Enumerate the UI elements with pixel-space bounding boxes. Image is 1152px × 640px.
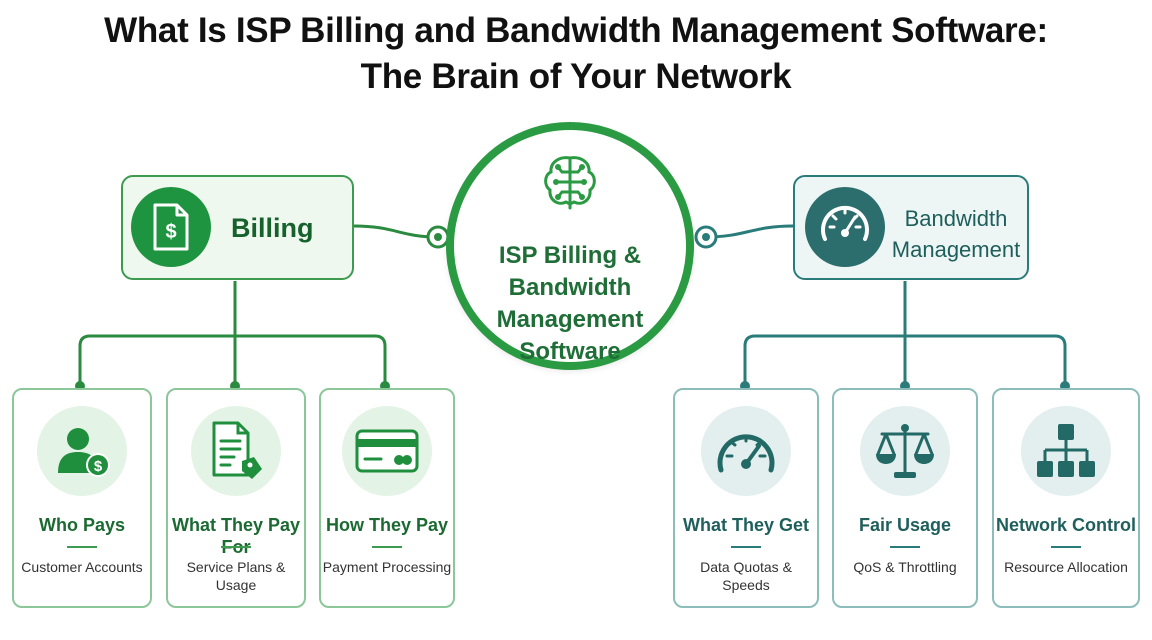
card-fair-usage: Fair Usage QoS & Throttling <box>832 388 978 608</box>
card-title: Network Control <box>995 515 1136 535</box>
page-title: What Is ISP Billing and Bandwidth Manage… <box>0 8 1152 100</box>
brain-circuit-icon <box>544 156 596 210</box>
network-hierarchy-icon <box>1021 406 1111 496</box>
card-what-they-pay-for: What They Pay For Service Plans & Usage <box>166 388 306 608</box>
document-tag-icon <box>191 406 281 496</box>
card-what-they-get: What They Get Data Quotas & Speeds <box>673 388 819 608</box>
card-subtitle: Payment Processing <box>322 559 452 575</box>
divider <box>1051 546 1081 548</box>
title-line-2: The Brain of Your Network <box>360 57 792 96</box>
svg-text:$: $ <box>165 221 176 243</box>
billing-header: $ Billing <box>121 175 354 280</box>
divider <box>890 546 920 548</box>
bandwidth-header: Bandwidth Management <box>793 175 1029 280</box>
card-subtitle: Service Plans & Usage <box>186 559 286 593</box>
card-title: Who Pays <box>38 515 126 535</box>
invoice-dollar-icon: $ <box>131 187 211 267</box>
divider <box>372 546 402 548</box>
card-subtitle: Customer Accounts <box>21 559 143 575</box>
user-dollar-icon: $ <box>37 406 127 496</box>
divider <box>67 546 97 548</box>
card-network-control: Network Control Resource Allocation <box>992 388 1140 608</box>
svg-text:$: $ <box>94 458 103 475</box>
card-subtitle: QoS & Throttling <box>853 559 957 575</box>
card-title: How They Pay <box>325 515 449 535</box>
divider <box>731 546 761 548</box>
bandwidth-label: Bandwidth Management <box>891 206 1021 262</box>
speedometer-icon <box>805 187 885 267</box>
card-title: What They Get <box>682 515 809 535</box>
card-who-pays: $ Who Pays Customer Accounts <box>12 388 152 608</box>
center-label: ISP Billing & Bandwidth Management Softw… <box>496 242 644 365</box>
gauge-icon <box>701 406 791 496</box>
credit-card-icon <box>342 406 432 496</box>
card-title: Fair Usage <box>858 515 952 535</box>
title-line-1: What Is ISP Billing and Bandwidth Manage… <box>104 11 1048 50</box>
card-subtitle: Resource Allocation <box>1004 559 1128 575</box>
billing-label: Billing <box>231 213 314 243</box>
center-hub: ISP Billing & Bandwidth Management Softw… <box>446 122 694 370</box>
divider <box>221 546 251 548</box>
card-how-they-pay: How They Pay Payment Processing <box>319 388 455 608</box>
scales-icon <box>860 406 950 496</box>
card-subtitle: Data Quotas & Speeds <box>700 559 792 593</box>
card-title: What They Pay For <box>171 515 301 557</box>
